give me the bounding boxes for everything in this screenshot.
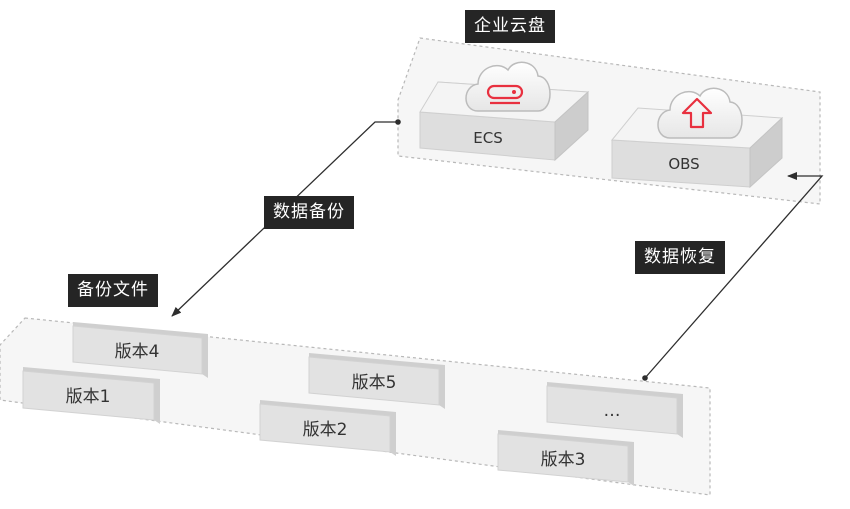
obs-cloud-icon bbox=[657, 87, 743, 139]
cloud-drive-tag: 企业云盘 bbox=[465, 10, 555, 43]
restore-arrow-origin-dot bbox=[642, 375, 648, 381]
backup-files-tag: 备份文件 bbox=[68, 274, 158, 307]
data-backup-tag: 数据备份 bbox=[264, 196, 354, 229]
version-label-more: … bbox=[604, 401, 621, 421]
version-label-4: 版本4 bbox=[115, 342, 160, 362]
obs-label: OBS bbox=[668, 155, 699, 173]
version-label-5: 版本5 bbox=[352, 373, 397, 393]
version-label-2: 版本2 bbox=[303, 420, 348, 440]
obs-storage-box bbox=[610, 107, 784, 189]
version-label-3: 版本3 bbox=[541, 450, 586, 470]
backup-arrow-origin-dot bbox=[395, 119, 401, 125]
version-card-1 bbox=[22, 367, 160, 424]
version-card-3 bbox=[497, 430, 634, 486]
ecs-cloud-icon bbox=[465, 61, 551, 112]
data-restore-tag: 数据恢复 bbox=[635, 241, 725, 274]
version-card-5 bbox=[308, 353, 445, 409]
backup-arrow bbox=[171, 121, 398, 317]
version-card-4 bbox=[72, 322, 208, 378]
version-card-2 bbox=[259, 400, 396, 456]
version-label-1: 版本1 bbox=[66, 387, 111, 407]
restore-arrow bbox=[644, 172, 824, 379]
version-card-more bbox=[546, 382, 683, 438]
ecs-label: ECS bbox=[473, 129, 502, 147]
